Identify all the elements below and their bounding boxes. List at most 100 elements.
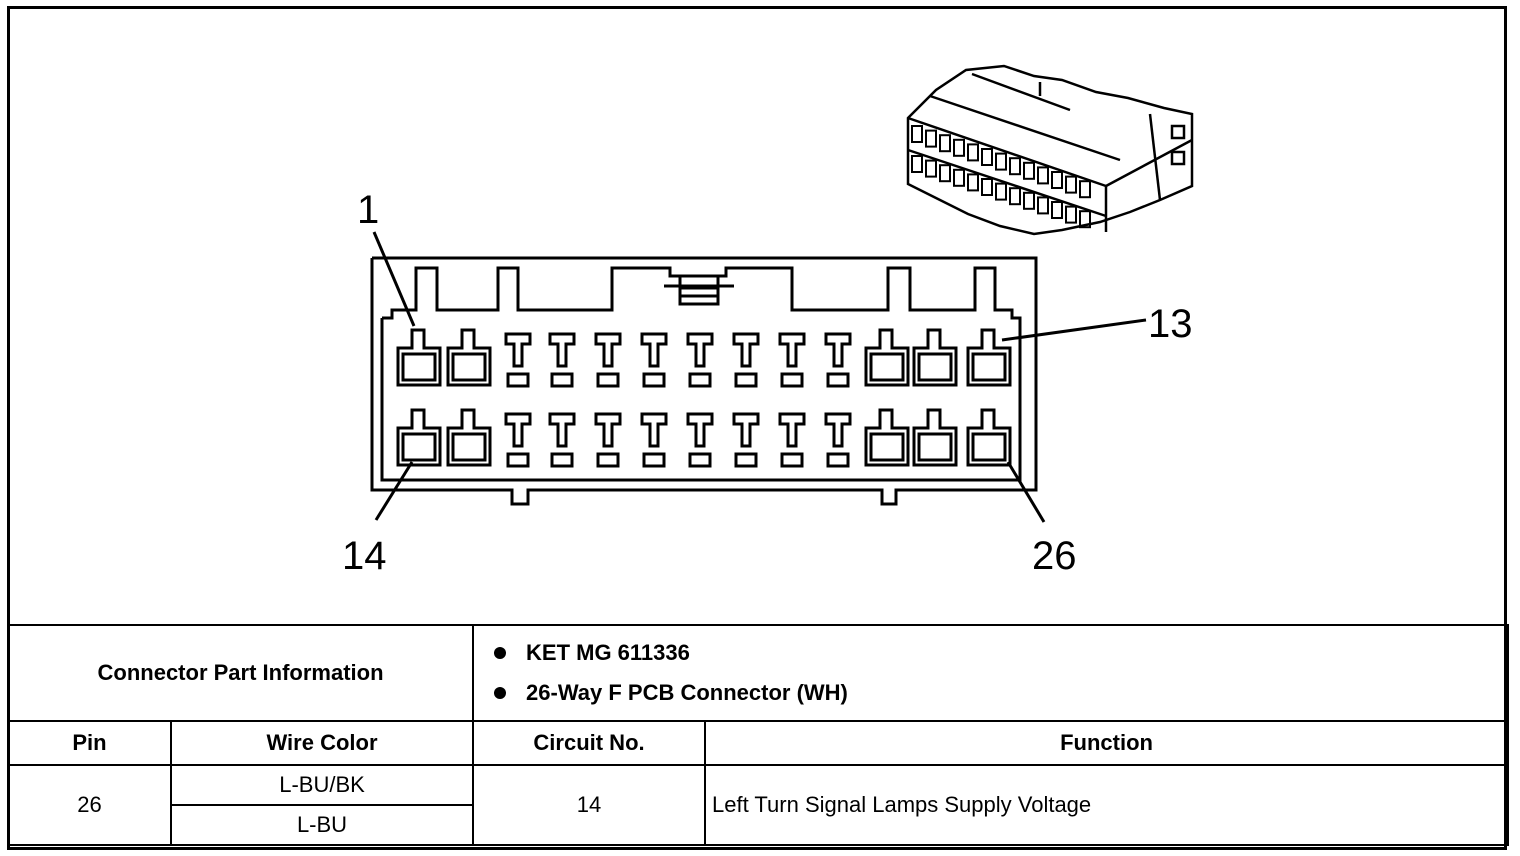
- pin-cavity: [912, 328, 958, 387]
- connector-info-item: KET MG 611336: [494, 633, 1507, 673]
- pin-cavity: [548, 412, 576, 448]
- iso-cavity: [1037, 166, 1049, 185]
- pin-cavity-latch: [642, 372, 666, 388]
- cell-circuit: 14: [472, 764, 707, 846]
- iso-cavity: [925, 159, 937, 178]
- connector-info-item: 26-Way F PCB Connector (WH): [494, 673, 1507, 713]
- pin-cavity-latch: [596, 452, 620, 468]
- pin-cavity-latch: [780, 372, 804, 388]
- iso-cavity: [1009, 157, 1021, 176]
- iso-cavity: [939, 134, 951, 153]
- pin-cavity-latch: [506, 452, 530, 468]
- header-circuit: Circuit No.: [472, 720, 707, 766]
- connector-info-title: Connector Part Information: [6, 624, 475, 722]
- pin-cavity: [640, 412, 668, 448]
- cell-pin: 26: [7, 764, 172, 846]
- pin-cavity: [594, 332, 622, 368]
- iso-cavity: [967, 173, 979, 192]
- pin-cavity: [778, 332, 806, 368]
- pin-cavity: [446, 328, 492, 387]
- iso-cavity: [953, 168, 965, 187]
- pin-label-1: 1: [357, 188, 380, 232]
- pin-cavity-latch: [688, 372, 712, 388]
- pin-cavity-inner: [451, 432, 487, 462]
- iso-cavity: [1023, 161, 1035, 180]
- pin-cavity-latch: [780, 452, 804, 468]
- pin-cavity: [966, 328, 1012, 387]
- iso-cavity: [1065, 175, 1077, 194]
- leader-lines: [372, 231, 1147, 523]
- header-pin: Pin: [7, 720, 172, 766]
- pin-cavity: [912, 408, 958, 467]
- pin-cavity-latch: [826, 372, 850, 388]
- pin-cavity: [864, 408, 910, 467]
- pin-label-13: 13: [1148, 302, 1193, 346]
- pin-cavity: [504, 412, 532, 448]
- iso-cavity: [925, 129, 937, 148]
- pin-cavity-latch: [596, 372, 620, 388]
- pin-label-26: 26: [1032, 534, 1077, 578]
- iso-cavity: [1037, 196, 1049, 215]
- pin-cavity: [778, 412, 806, 448]
- connector-3d-view: [906, 64, 1194, 236]
- connector-diagram: [370, 64, 1194, 523]
- pin-cavity: [594, 412, 622, 448]
- pin-cavity-latch: [506, 372, 530, 388]
- iso-cavity: [911, 125, 923, 143]
- cell-function: Left Turn Signal Lamps Supply Voltage: [704, 764, 1510, 846]
- connector-face: [370, 256, 1038, 506]
- pin-cavity-inner: [401, 432, 437, 462]
- table-row: 26 L-BU/BK 14 Left Turn Signal Lamps Sup…: [7, 764, 1510, 846]
- header-wire-color: Wire Color: [169, 720, 475, 766]
- pin-cavity: [686, 332, 714, 368]
- pin-cavity: [824, 412, 852, 448]
- pin-cavity-inner: [869, 432, 905, 462]
- pin-cavity-latch: [688, 452, 712, 468]
- center-latch: [664, 274, 734, 306]
- iso-cavity: [1023, 191, 1035, 210]
- pin-label-14: 14: [342, 534, 387, 578]
- pin-cavity: [396, 328, 442, 387]
- iso-cavity: [1051, 201, 1063, 219]
- pin-cavity-inner: [869, 352, 905, 382]
- connector-info-table: Connector Part Information KET MG 611336…: [6, 624, 1510, 846]
- cell-wire-color: L-BU: [169, 804, 475, 846]
- bullet-icon: [494, 647, 507, 659]
- iso-cavity: [995, 182, 1007, 201]
- pin-cavity: [548, 332, 576, 368]
- iso-cavity: [981, 148, 993, 166]
- pin-cavity: [732, 412, 760, 448]
- iso-cavity: [953, 138, 965, 157]
- pin-cavity-latch: [550, 372, 574, 388]
- pin-cavity-inner: [971, 352, 1007, 382]
- pin-cavity-inner: [401, 352, 437, 382]
- iso-cavity: [1051, 171, 1063, 189]
- pin-cavity-inner: [971, 432, 1007, 462]
- iso-cavity: [1079, 210, 1091, 229]
- bullet-icon: [494, 687, 507, 699]
- iso-cavity: [995, 152, 1007, 171]
- pin-cavity-latch: [642, 452, 666, 468]
- pin-cavity: [686, 412, 714, 448]
- pin-cavity: [640, 332, 668, 368]
- connector-3d-cavities: [911, 125, 1091, 229]
- table-row: L-BU: [8, 804, 1508, 846]
- pin-cavity: [446, 408, 492, 467]
- pin-cavity-latch: [734, 452, 758, 468]
- iso-cavity: [1009, 187, 1021, 206]
- iso-cavity: [939, 164, 951, 183]
- iso-cavity: [1079, 180, 1091, 199]
- cell-wire-color: L-BU/BK: [169, 764, 475, 806]
- pin-cavity: [396, 408, 442, 467]
- pin-cavity: [732, 332, 760, 368]
- diagram-frame: [7, 6, 1507, 850]
- connector-info-list: KET MG 611336 26-Way F PCB Connector (WH…: [472, 624, 1510, 722]
- pin-cavity-inner: [917, 432, 953, 462]
- pin-cavity: [966, 408, 1012, 467]
- pin-cavity-inner: [917, 352, 953, 382]
- pin-cavity-latch: [734, 372, 758, 388]
- iso-cavity: [981, 178, 993, 196]
- iso-cavity: [967, 143, 979, 162]
- iso-cavity: [911, 155, 923, 173]
- pin-cavity: [824, 332, 852, 368]
